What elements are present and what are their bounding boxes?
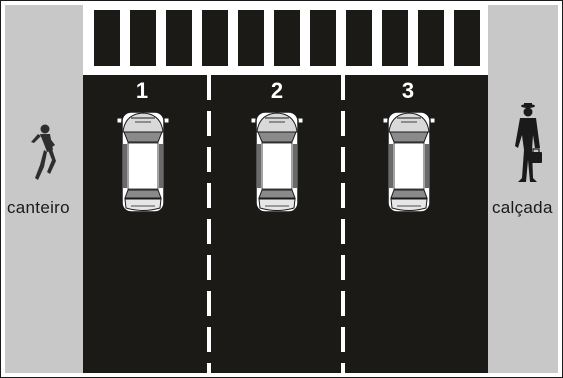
sidewalk-label: calçada [492, 198, 553, 218]
car-top-view-icon [251, 112, 303, 212]
median-label: canteiro [7, 198, 70, 218]
lane-number-3: 3 [393, 78, 423, 104]
sidewalk-strip [488, 5, 558, 373]
crosswalk [83, 5, 488, 75]
lane-number-1: 1 [127, 78, 157, 104]
median-strip [5, 5, 83, 373]
car-top-view-icon [117, 112, 169, 212]
car-top-view-icon [383, 112, 435, 212]
lane-number-2: 2 [262, 78, 292, 104]
